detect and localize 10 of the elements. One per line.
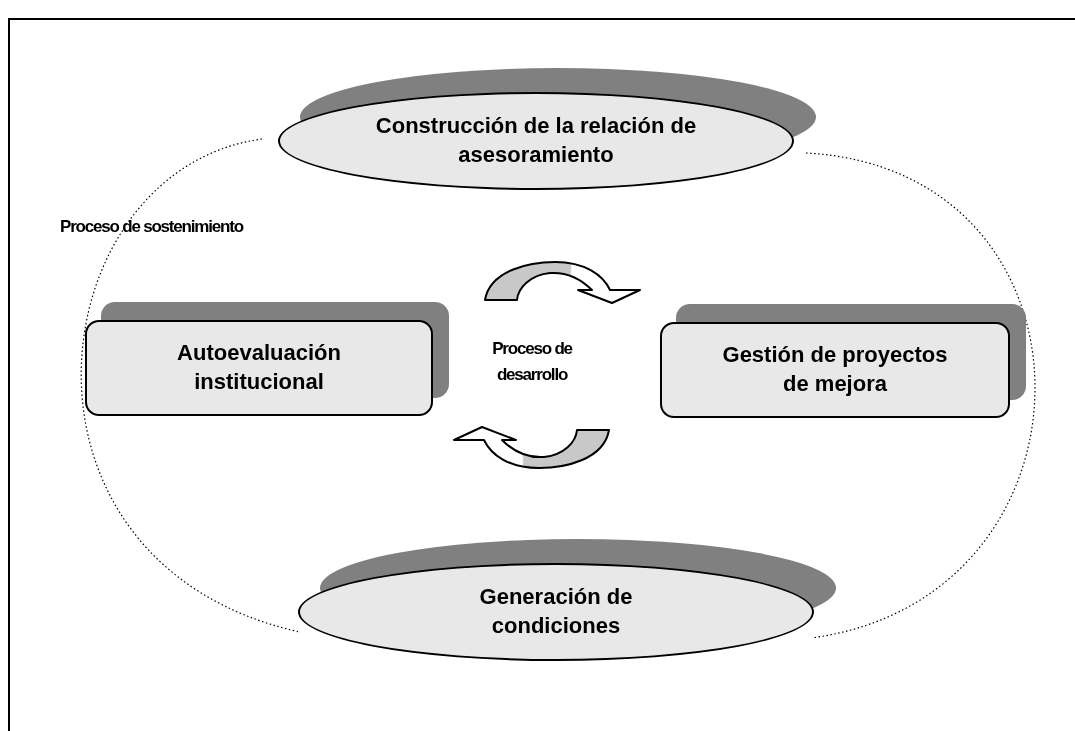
dotted-arc (805, 152, 1036, 639)
node-text: Autoevaluación institucional (176, 339, 342, 396)
node-text: Gestión de proyectos de mejora (721, 341, 949, 398)
process-label: Proceso de sostenimiento (60, 216, 245, 238)
node-text: Construcción de la relación de asesoramiento (374, 112, 698, 169)
node-text: Generación de condiciones (478, 583, 634, 640)
curved-block-arrow (484, 261, 641, 304)
dotted-arc (80, 138, 299, 633)
process-label: Proceso de desarrollo (491, 338, 574, 387)
curved-block-arrow (453, 426, 610, 469)
